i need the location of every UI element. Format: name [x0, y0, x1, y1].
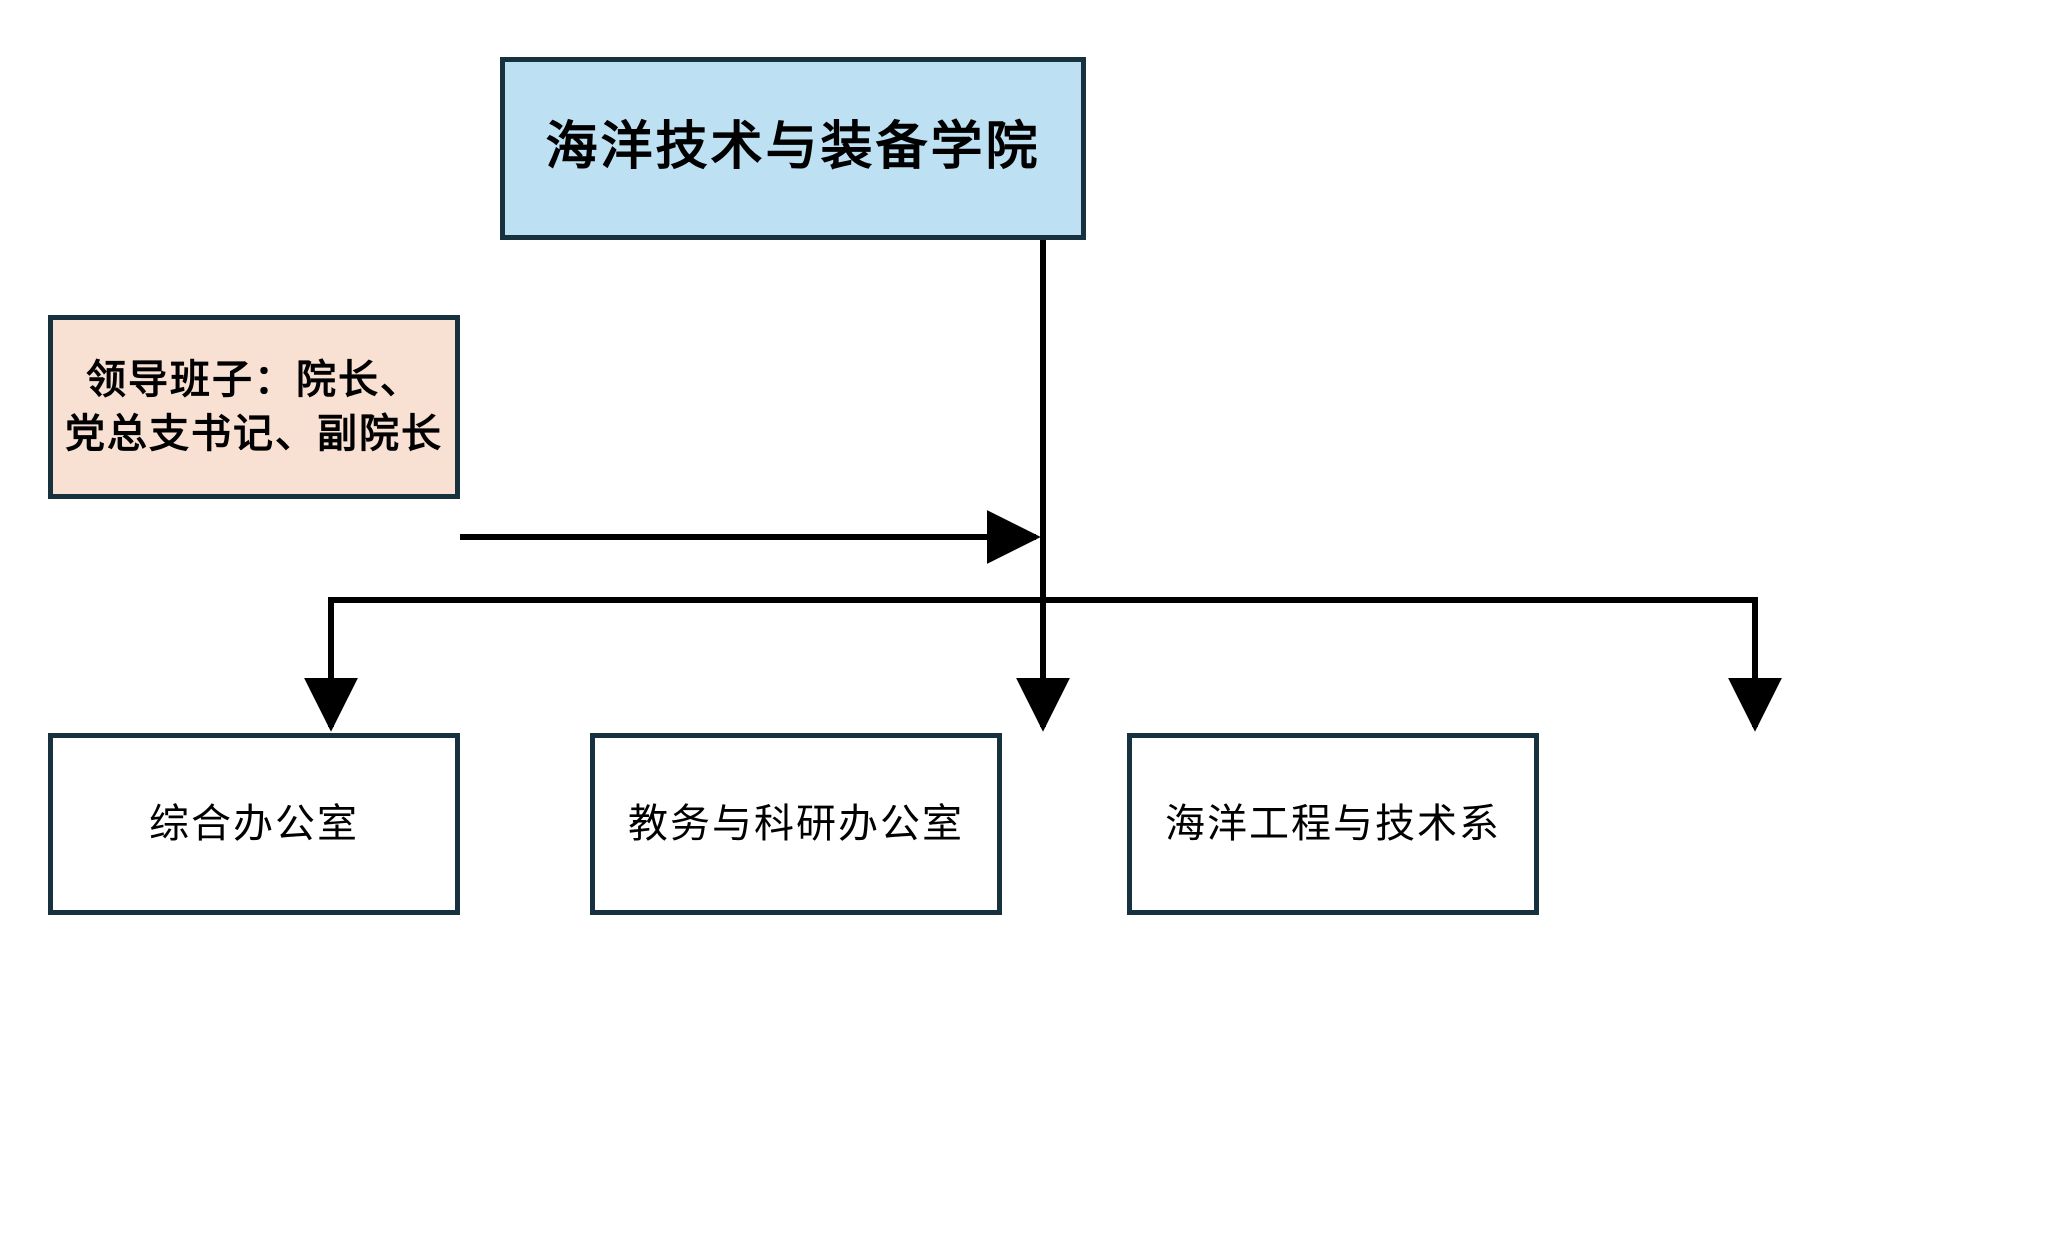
org-node-marine-engineering-dept[interactable]: 海洋工程与技术系: [1127, 733, 1539, 915]
org-node-academic-research-office-label: 教务与科研办公室: [628, 801, 964, 846]
org-node-root-label: 海洋技术与装备学院: [545, 119, 1041, 177]
org-node-academic-research-office[interactable]: 教务与科研办公室: [590, 733, 1002, 915]
org-node-root[interactable]: 海洋技术与装备学院: [500, 57, 1086, 240]
org-node-leadership[interactable]: 领导班子：院长、 党总支书记、副院长: [48, 315, 460, 499]
org-node-marine-engineering-dept-label: 海洋工程与技术系: [1165, 801, 1501, 846]
org-node-general-office[interactable]: 综合办公室: [48, 733, 460, 915]
org-node-leadership-label: 领导班子：院长、 党总支书记、副院长: [65, 357, 443, 456]
org-node-general-office-label: 综合办公室: [149, 801, 359, 846]
